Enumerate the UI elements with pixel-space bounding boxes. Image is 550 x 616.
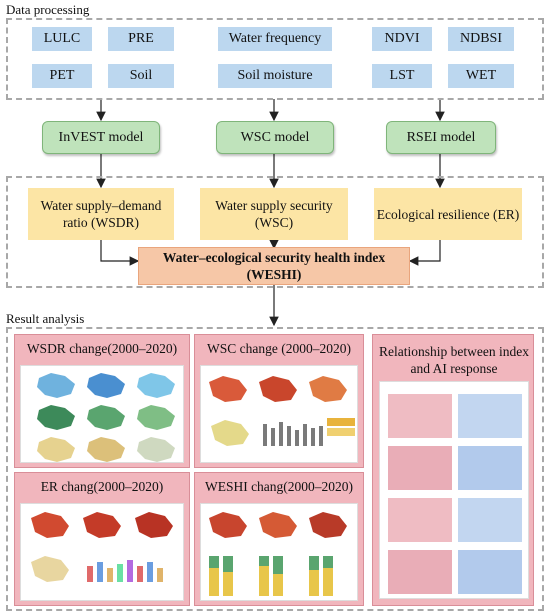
relationship-panel: Relationship between index and AI respon… [372,334,534,606]
wsc-map-figure [200,365,358,463]
result-analysis-label: Result analysis [6,311,85,326]
data-tag-water-frequency: Water frequency [218,27,332,51]
data-tag-ndbsi: NDBSI [448,27,514,51]
wsc-change-panel: WSC change (2000–2020) [194,334,364,468]
wsc-model-box: WSC model [216,121,334,154]
data-tag-pre: PRE [108,27,174,51]
data-processing-label: Data processing [6,2,90,17]
arrow-wsdr-to-weshi [100,240,140,266]
wsc-index-box: Water supply security (WSC) [200,188,348,240]
data-tag-wet: WET [448,64,514,88]
weshi-index-box: Water–ecological security health index (… [138,247,410,285]
er-change-title: ER chang(2000–2020) [40,479,164,494]
data-processing-frame [6,18,544,100]
weshi-change-title: WESHI chang(2000–2020) [204,479,354,494]
arrow-er-to-weshi [408,240,441,266]
wsdr-change-title: WSDR change(2000–2020) [26,341,178,356]
wsdr-index-box: Water supply–demand ratio (WSDR) [28,188,174,240]
wsdr-change-panel: WSDR change(2000–2020) [14,334,190,468]
result-analysis-frame [6,327,544,611]
data-tag-lulc: LULC [32,27,92,51]
rsei-model-box: RSEI model [386,121,496,154]
indices-frame [6,176,544,288]
data-tag-soil: Soil [108,64,174,88]
wsc-change-title: WSC change (2000–2020) [207,341,351,356]
data-tag-ndvi: NDVI [372,27,432,51]
er-index-box: Ecological resilience (ER) [374,188,522,240]
relationship-title: Relationship between index and AI respon… [379,344,529,376]
er-map-figure [20,503,184,601]
wsdr-map-figure [20,365,184,463]
relationship-scatter-figure [379,381,529,599]
er-change-panel: ER chang(2000–2020) [14,472,190,606]
data-tag-pet: PET [32,64,92,88]
weshi-change-panel: WESHI chang(2000–2020) [194,472,364,606]
invest-model-box: InVEST model [42,121,160,154]
weshi-map-figure [200,503,358,601]
data-tag-lst: LST [372,64,432,88]
data-tag-soil-moisture: Soil moisture [218,64,332,88]
